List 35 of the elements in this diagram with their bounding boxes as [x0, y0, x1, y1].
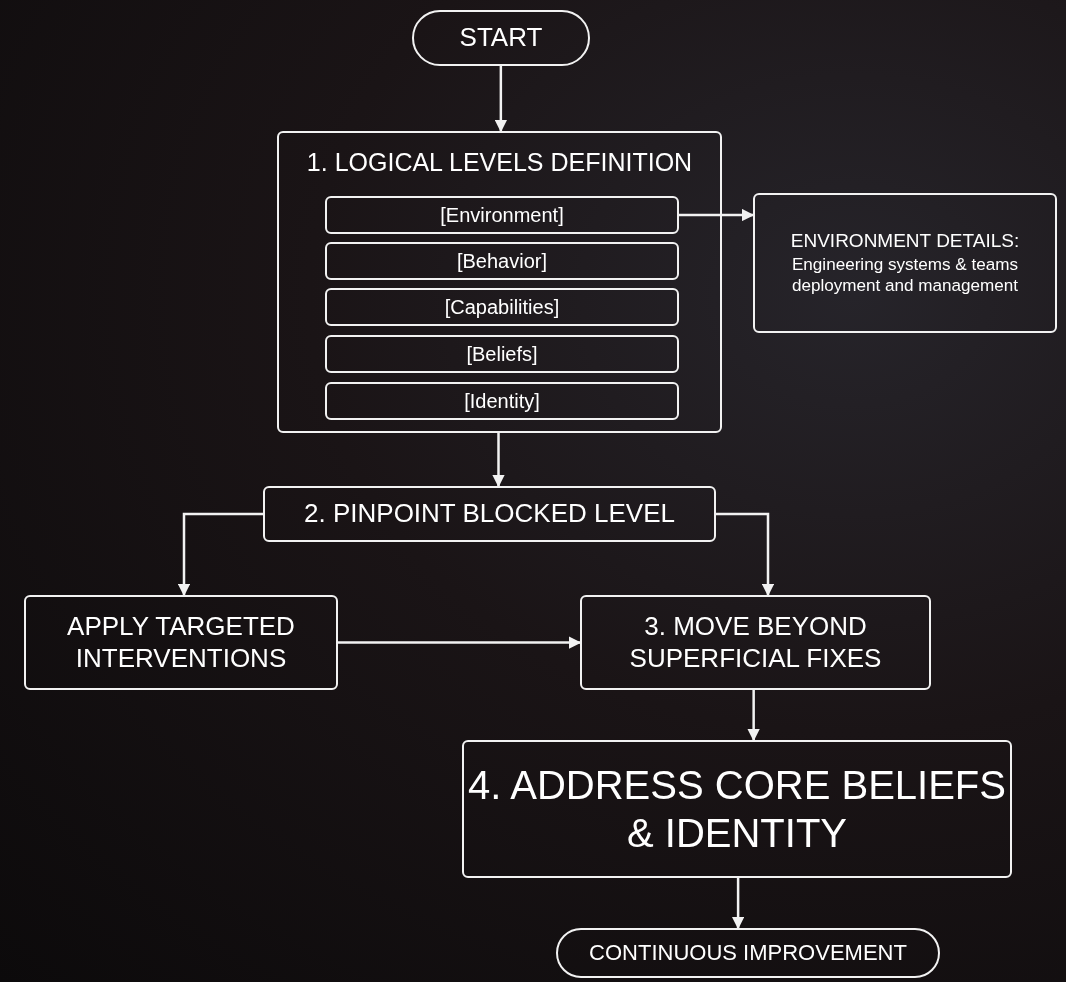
arrow [731, 878, 745, 930]
node-label: [Beliefs] [466, 342, 538, 366]
process-box [580, 595, 931, 690]
node-label: [Identity] [464, 389, 540, 413]
arrow [494, 66, 508, 133]
node-description: Engineering systems & teams deployment and management [790, 255, 1020, 297]
level-box [325, 382, 679, 420]
process-box [263, 486, 716, 542]
node-label: ENVIRONMENT DETAILS: [790, 229, 1020, 253]
node-label: [Capabilities] [444, 295, 560, 319]
arrow [177, 512, 263, 597]
arrow [492, 433, 505, 488]
arrow [338, 636, 582, 649]
node-label: 1. LOGICAL LEVELS DEFINITION [306, 147, 693, 177]
start-terminal [412, 10, 590, 66]
process-box [24, 595, 338, 690]
level-box [325, 288, 679, 326]
node-label: START [459, 22, 543, 54]
node-label: 2. PINPOINT BLOCKED LEVEL [304, 498, 675, 530]
node-label: [Behavior] [456, 249, 548, 273]
node-label: 3. MOVE BEYOND SUPERFICIAL FIXES [628, 611, 883, 674]
process-box [277, 131, 722, 433]
note-box [753, 193, 1057, 333]
node-label: [Environment] [440, 203, 564, 227]
level-box [325, 242, 679, 280]
node-label: 4. ADDRESS CORE BELIEFS & IDENTITY [467, 762, 1007, 857]
arrow [747, 690, 760, 742]
process-box [462, 740, 1012, 878]
end-terminal [556, 928, 940, 978]
node-label: CONTINUOUS IMPROVEMENT [589, 939, 907, 967]
node-label: APPLY TARGETED INTERVENTIONS [66, 611, 296, 674]
arrow [679, 208, 755, 222]
level-box [325, 196, 679, 234]
level-box [325, 335, 679, 373]
arrow [716, 512, 775, 597]
